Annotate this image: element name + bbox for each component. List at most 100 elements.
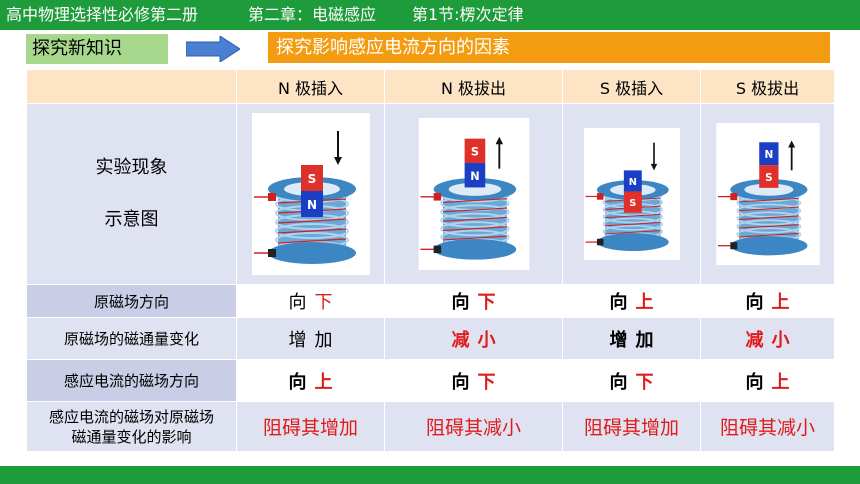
terminal: [596, 193, 603, 200]
value-text: 向: [745, 292, 764, 313]
label-line-1: 实验现象: [95, 157, 168, 178]
col-n-pull: N 极拔出: [384, 69, 563, 104]
book-title: 高中物理选择性必修第二册: [6, 5, 199, 24]
coil-turn: [274, 223, 349, 239]
terminal: [267, 249, 276, 257]
coil-turn: [439, 212, 510, 228]
value-text: 向: [745, 371, 764, 393]
value-cell: 向下: [384, 284, 563, 318]
coil-turn: [439, 221, 510, 237]
coil-turn: [735, 211, 801, 226]
winding-wire: [738, 224, 799, 229]
value-cell: 阻碍其减小: [384, 401, 563, 452]
value-cell: 减小: [700, 317, 835, 360]
table-row: 感应电流的磁场方向 向上 向下 向下 向上: [26, 359, 835, 402]
row-label: 原磁场方向: [26, 284, 237, 318]
value-text: 向: [288, 292, 307, 313]
value-text: 向: [451, 292, 470, 313]
magnet-pole-label: N: [764, 149, 773, 161]
winding-wire: [442, 226, 507, 232]
winding-wire: [738, 197, 799, 203]
value-text: 上: [635, 292, 654, 313]
magnet-pole-label: N: [470, 170, 479, 183]
row-label: 原磁场的磁通量变化: [26, 317, 237, 360]
table-row: 感应电流的磁场对原磁场 磁通量变化的影响 阻碍其增加 阻碍其减小 阻碍其增加 阻…: [26, 401, 835, 452]
terminal: [596, 238, 603, 246]
coil-turn: [602, 217, 663, 231]
terminal: [729, 242, 737, 250]
value-text: 向: [288, 371, 307, 393]
coil-magnet-diagram: SN: [251, 113, 370, 275]
coil-magnet-diagram: NS: [583, 128, 680, 260]
value-text: 小: [771, 329, 790, 351]
value-cell: 阻碍其增加: [562, 401, 701, 452]
magnet-top: [300, 165, 323, 191]
topic-label: 探究影响感应电流方向的因素: [268, 32, 830, 63]
coil-hole: [448, 182, 501, 196]
value-cell: 向上: [700, 359, 835, 402]
value-cell: 向上: [236, 359, 385, 402]
arrow-up-icon: [787, 140, 795, 148]
right-arrow-icon: [186, 36, 240, 62]
value-cell: 向下: [236, 284, 385, 318]
winding-wire: [738, 215, 799, 220]
magnet-pole-label: N: [628, 177, 636, 188]
terminal: [729, 193, 737, 201]
magnet-top: [623, 170, 642, 192]
value-text: 上: [314, 371, 333, 393]
col-n-insert: N 极插入: [236, 69, 385, 104]
label-line-1: 感应电流的磁场对原磁场: [48, 407, 214, 426]
value-cell: 阻碍其减小: [700, 401, 835, 452]
value-cell: 阻碍其增加: [236, 401, 385, 452]
magnet-pole-label: S: [470, 146, 478, 159]
magnet-pole-label: S: [629, 198, 636, 209]
row-label: 感应电流的磁场方向: [26, 359, 237, 402]
value-text: 上: [771, 371, 790, 393]
coil-hole: [743, 183, 793, 196]
winding-wire: [604, 222, 661, 227]
coil-turn: [735, 203, 801, 218]
magnet-top: [758, 142, 779, 166]
winding-wire: [738, 232, 799, 238]
magnet-bottom: [300, 191, 323, 217]
winding-wire: [277, 238, 346, 244]
header-blank: [26, 69, 237, 104]
value-text: 向: [451, 371, 470, 393]
value-text: 减: [451, 329, 470, 351]
value-text: 向: [609, 292, 628, 313]
value-text: 下: [477, 371, 496, 393]
value-text: 向: [609, 371, 628, 393]
coil-base: [433, 239, 516, 260]
col-s-insert: S 极插入: [562, 69, 701, 104]
magnet-top: [464, 138, 485, 164]
table-row: 原磁场的磁通量变化 增加 减小 增加 减小: [26, 317, 835, 360]
header-row: N 极插入 N 极拔出 S 极插入 S 极拔出: [26, 69, 835, 104]
winding-wire: [442, 216, 507, 222]
winding-wire: [738, 206, 799, 212]
footer-bar: [0, 466, 860, 484]
coil-base: [267, 242, 356, 264]
magnet-pole-label: S: [765, 172, 773, 184]
section-label: 探究新知识: [26, 34, 168, 64]
magnet-bottom: [623, 191, 642, 213]
arrow-up-icon: [495, 136, 503, 145]
terminal: [433, 245, 441, 254]
value-text: 增: [609, 329, 628, 351]
coil-base: [596, 233, 669, 252]
terminal: [433, 193, 441, 201]
value-text: 加: [314, 329, 333, 351]
table-row: 原磁场方向 向下 向下 向上 向上: [26, 284, 835, 318]
value-text: 上: [771, 292, 790, 313]
coil-magnet-diagram: NS: [715, 123, 820, 265]
label-line-2: 示意图: [104, 209, 159, 230]
value-cell: 减小: [384, 317, 563, 360]
value-text: 下: [477, 292, 496, 313]
label-line-2: 磁通量变化的影响: [71, 427, 192, 446]
terminal: [267, 193, 276, 201]
winding-wire: [442, 198, 507, 204]
